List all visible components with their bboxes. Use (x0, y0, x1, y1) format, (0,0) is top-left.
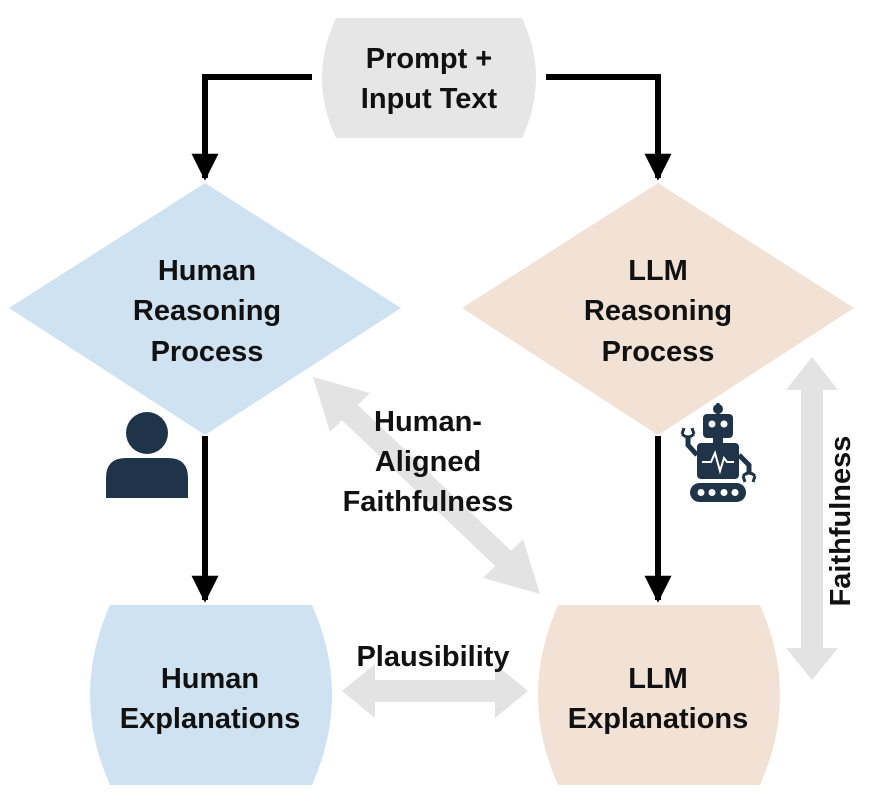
prompt-to-llm-reasoning-arrow (546, 74, 672, 181)
llm-reasoning-diamond (462, 183, 854, 435)
robot-icon (680, 403, 757, 502)
llm-explanations-label-line1: LLM (628, 663, 688, 695)
human-reasoning-diamond (9, 183, 401, 435)
prompt-to-human-reasoning-arrow (191, 74, 312, 181)
human-explanations-label-line2: Explanations (120, 703, 301, 735)
human-reasoning-label-line1: Human (158, 255, 256, 287)
prompt-node (322, 18, 536, 138)
flow-arrows (191, 74, 672, 603)
llm-explanations-node (538, 605, 780, 785)
faithfulness-label: Faithfulness (825, 436, 857, 607)
plausibility-arrow (342, 664, 528, 718)
human-reasoning-label-line3: Process (151, 336, 264, 368)
llm-reasoning-label-line3: Process (602, 336, 715, 368)
faithfulness-arrow (786, 357, 838, 680)
human-aligned-faithfulness-label-line1: Human- (374, 406, 482, 438)
human-aligned-faithfulness-label-line2: Aligned (375, 446, 481, 478)
human-aligned-faithfulness-label-line3: Faithfulness (343, 486, 514, 518)
plausibility-label: Plausibility (356, 641, 509, 673)
human-explanations-node (90, 605, 332, 785)
person-icon (106, 412, 188, 498)
prompt-label-line2: Input Text (361, 83, 498, 115)
prompt-label-line1: Prompt + (366, 43, 493, 75)
human-aligned-faithfulness-arrow (313, 377, 540, 594)
llm-explanations-label-line2: Explanations (568, 703, 749, 735)
llm-reasoning-label-line1: LLM (628, 255, 688, 287)
llm-reasoning-label-line2: Reasoning (584, 295, 732, 327)
human-explanations-label-line1: Human (161, 663, 259, 695)
human-reasoning-label-line2: Reasoning (133, 295, 281, 327)
